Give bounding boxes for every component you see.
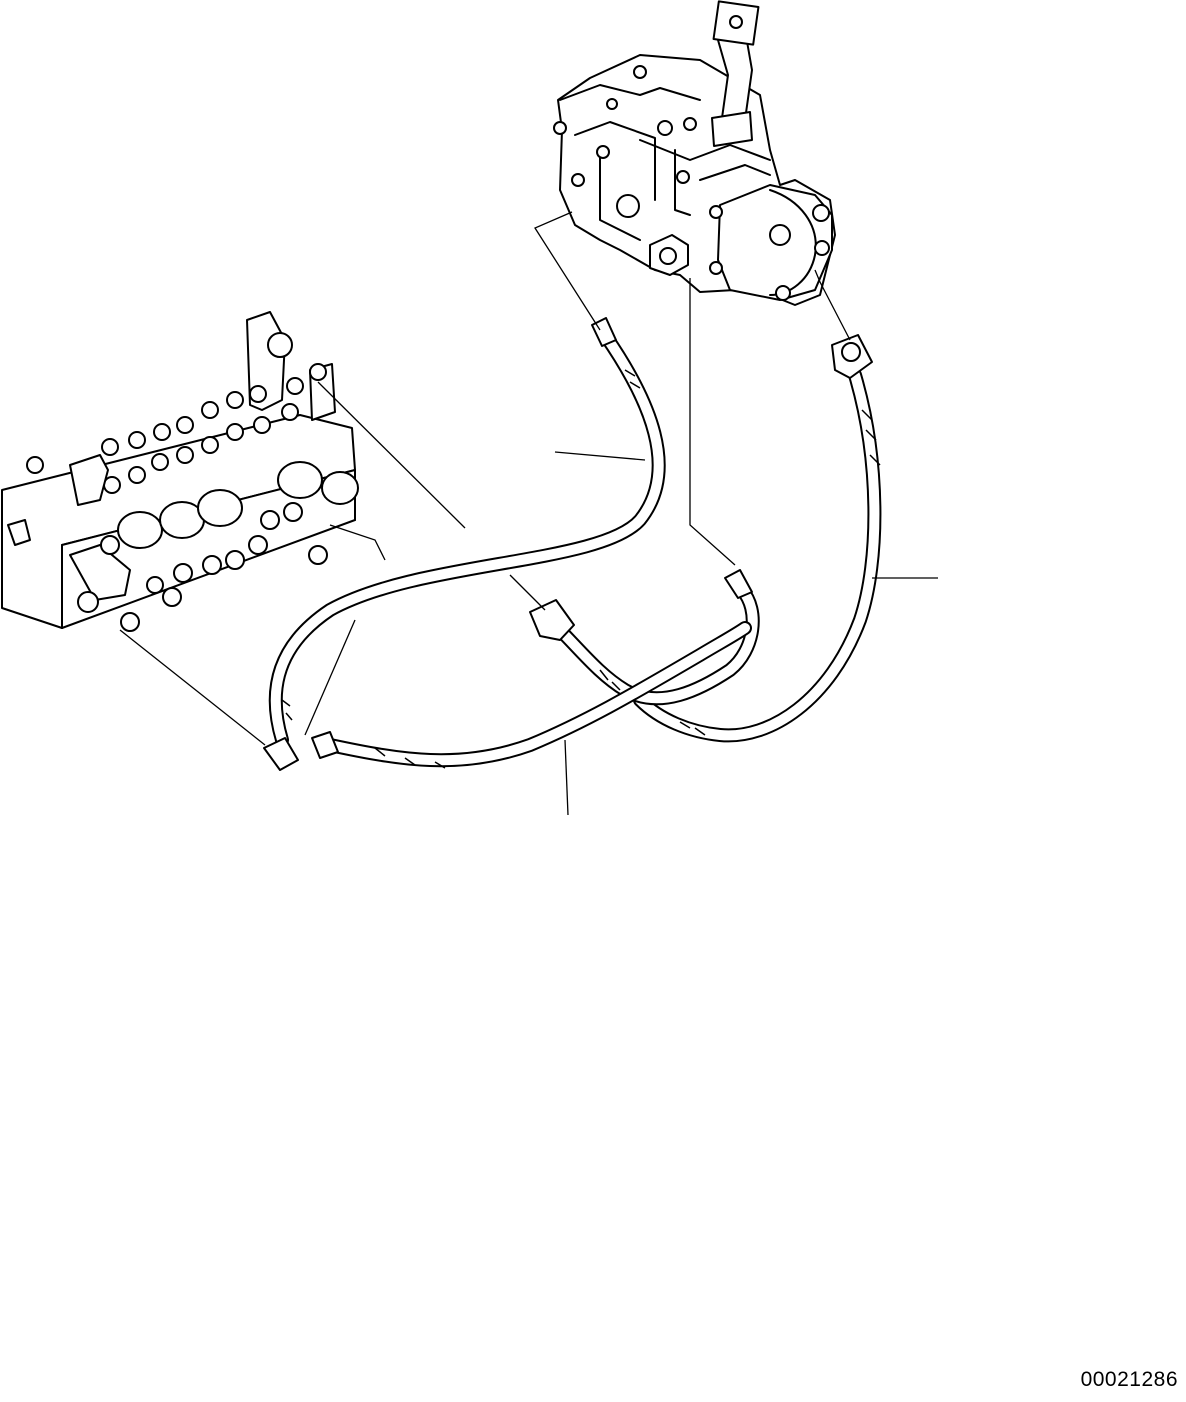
- hose-upper-s: [263, 317, 666, 771]
- hose-lower: [311, 621, 752, 769]
- drawing-number: 00021286: [1080, 1368, 1178, 1391]
- leader-lines: [119, 211, 938, 816]
- hose-right-long: [633, 334, 882, 743]
- control-valve-manifold: [1, 311, 359, 632]
- hose-middle: [529, 569, 760, 706]
- pump-assembly: [553, 0, 836, 306]
